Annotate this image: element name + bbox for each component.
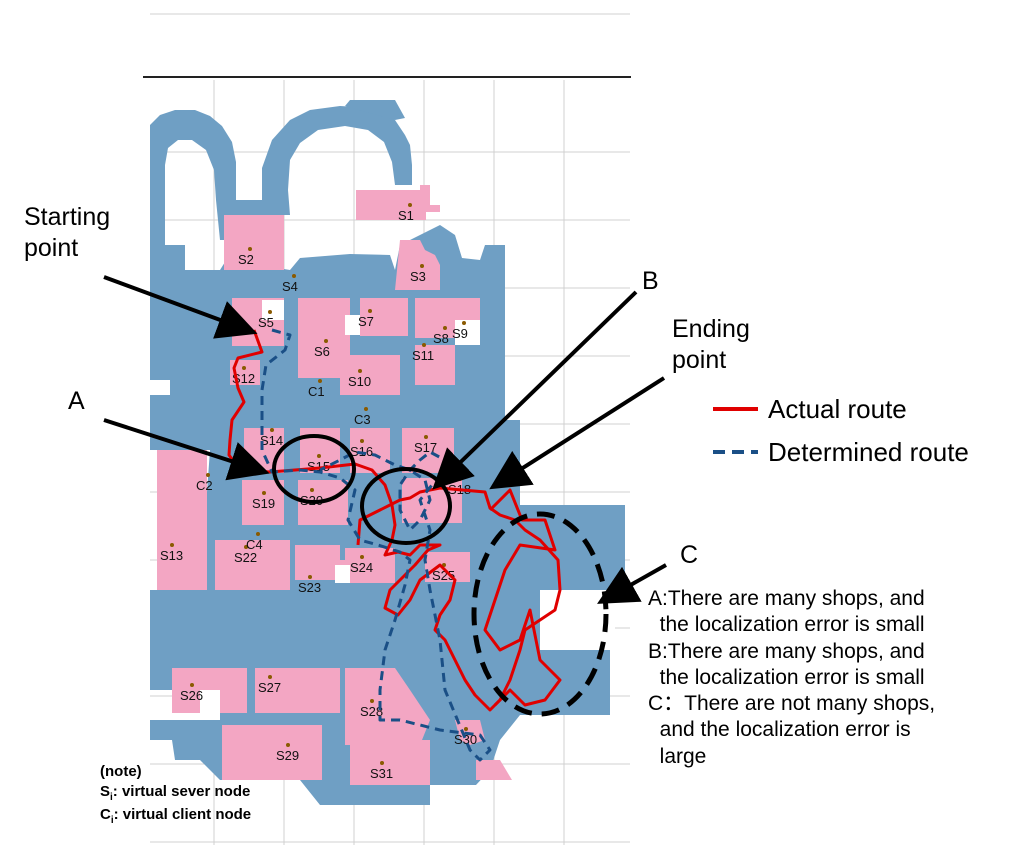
server-node-dot <box>242 366 246 370</box>
client-node-label: C4 <box>246 537 263 552</box>
server-node-dot <box>458 477 462 481</box>
server-node-label: S8 <box>433 331 449 346</box>
server-node-dot <box>368 309 372 313</box>
server-node-dot <box>408 203 412 207</box>
client-node-dot <box>256 532 260 536</box>
label-b: B <box>642 267 659 295</box>
client-node-label: C1 <box>308 384 325 399</box>
server-node-label: S4 <box>282 279 298 294</box>
client-node-label: C2 <box>196 478 213 493</box>
server-node-dot <box>380 761 384 765</box>
server-node-dot <box>248 247 252 251</box>
server-node-label: S29 <box>276 748 299 763</box>
server-node-dot <box>358 369 362 373</box>
server-node-label: S17 <box>414 440 437 455</box>
explanation-line: the localization error is small <box>648 613 925 637</box>
client-node-label: C3 <box>354 412 371 427</box>
server-node-dot <box>360 439 364 443</box>
label-c: C <box>680 541 699 569</box>
server-node-label: S19 <box>252 496 275 511</box>
server-node-label: S25 <box>432 568 455 583</box>
server-node-label: S22 <box>234 550 257 565</box>
client-node-dot <box>364 407 368 411</box>
server-node-label: S1 <box>398 208 414 223</box>
legend-determined-label: Determined route <box>768 437 969 467</box>
server-node-label: S27 <box>258 680 281 695</box>
note-block: (note) Si: virtual sever node Ci: virtua… <box>100 762 251 827</box>
server-node-label: S31 <box>370 766 393 781</box>
server-node-dot <box>292 274 296 278</box>
server-node-label: S15 <box>307 459 330 474</box>
ellipse-c <box>471 511 609 717</box>
explanation-line: A:There are many shops, and <box>648 587 925 610</box>
server-node-label: S26 <box>180 688 203 703</box>
server-node-dot <box>464 727 468 731</box>
server-node-dot <box>308 575 312 579</box>
label-a: A <box>68 387 85 415</box>
ending-point-label: Ending point <box>672 315 750 375</box>
explanation-line: large <box>648 744 707 768</box>
server-node-dot <box>268 310 272 314</box>
server-node-dot <box>286 743 290 747</box>
note-title: (note) <box>100 763 142 780</box>
server-node-dot <box>422 343 426 347</box>
client-node-dot <box>206 473 210 477</box>
server-node-dot <box>270 428 274 432</box>
circle-b <box>360 467 452 545</box>
determined-route-line <box>260 328 492 762</box>
server-node-label: S23 <box>298 580 321 595</box>
server-node-dot <box>443 326 447 330</box>
server-node-dot <box>262 491 266 495</box>
server-node-label: S13 <box>160 548 183 563</box>
server-node-label: S3 <box>410 269 426 284</box>
server-node-dot <box>360 555 364 559</box>
server-node-dot <box>462 321 466 325</box>
actual-route-zigzag <box>483 488 562 707</box>
note-server-line: Si: virtual sever node <box>100 783 251 804</box>
explanation-line: the localization error is small <box>648 665 925 689</box>
corridor-area <box>150 100 625 805</box>
server-node-dot <box>370 699 374 703</box>
server-node-dot <box>424 435 428 439</box>
server-node-label: S5 <box>258 315 274 330</box>
note-client-line: Ci: virtual client node <box>100 805 252 826</box>
server-node-dot <box>268 675 272 679</box>
server-node-dot <box>190 683 194 687</box>
client-node-dot <box>318 379 322 383</box>
server-node-label: S7 <box>358 314 374 329</box>
server-node-label: S11 <box>412 348 434 363</box>
legend-actual-label: Actual route <box>768 394 907 424</box>
starting-point-label: Starting point <box>24 203 111 263</box>
server-node-dot <box>244 545 248 549</box>
server-node-label: S10 <box>348 374 371 389</box>
server-node-dot <box>310 488 314 492</box>
explanation-block: A:There are many shops, and the localiza… <box>648 586 935 770</box>
explanation-line: B:There are many shops, and <box>648 639 925 663</box>
server-node-label: S30 <box>454 732 477 747</box>
explanation-line: and the localization error is <box>648 718 911 742</box>
server-node-label: S2 <box>238 252 254 267</box>
server-node-dot <box>170 543 174 547</box>
shop-areas <box>157 185 512 785</box>
server-node-label: S24 <box>350 560 373 575</box>
server-node-label: S6 <box>314 344 330 359</box>
callout-arrows <box>103 275 667 604</box>
server-node-dot <box>420 264 424 268</box>
server-node-label: S28 <box>360 704 383 719</box>
server-node-dot <box>317 454 321 458</box>
server-node-dot <box>324 339 328 343</box>
circle-a <box>272 434 356 504</box>
explanation-line: C：There are not many shops, <box>648 692 936 715</box>
server-node-label: S9 <box>452 326 468 341</box>
